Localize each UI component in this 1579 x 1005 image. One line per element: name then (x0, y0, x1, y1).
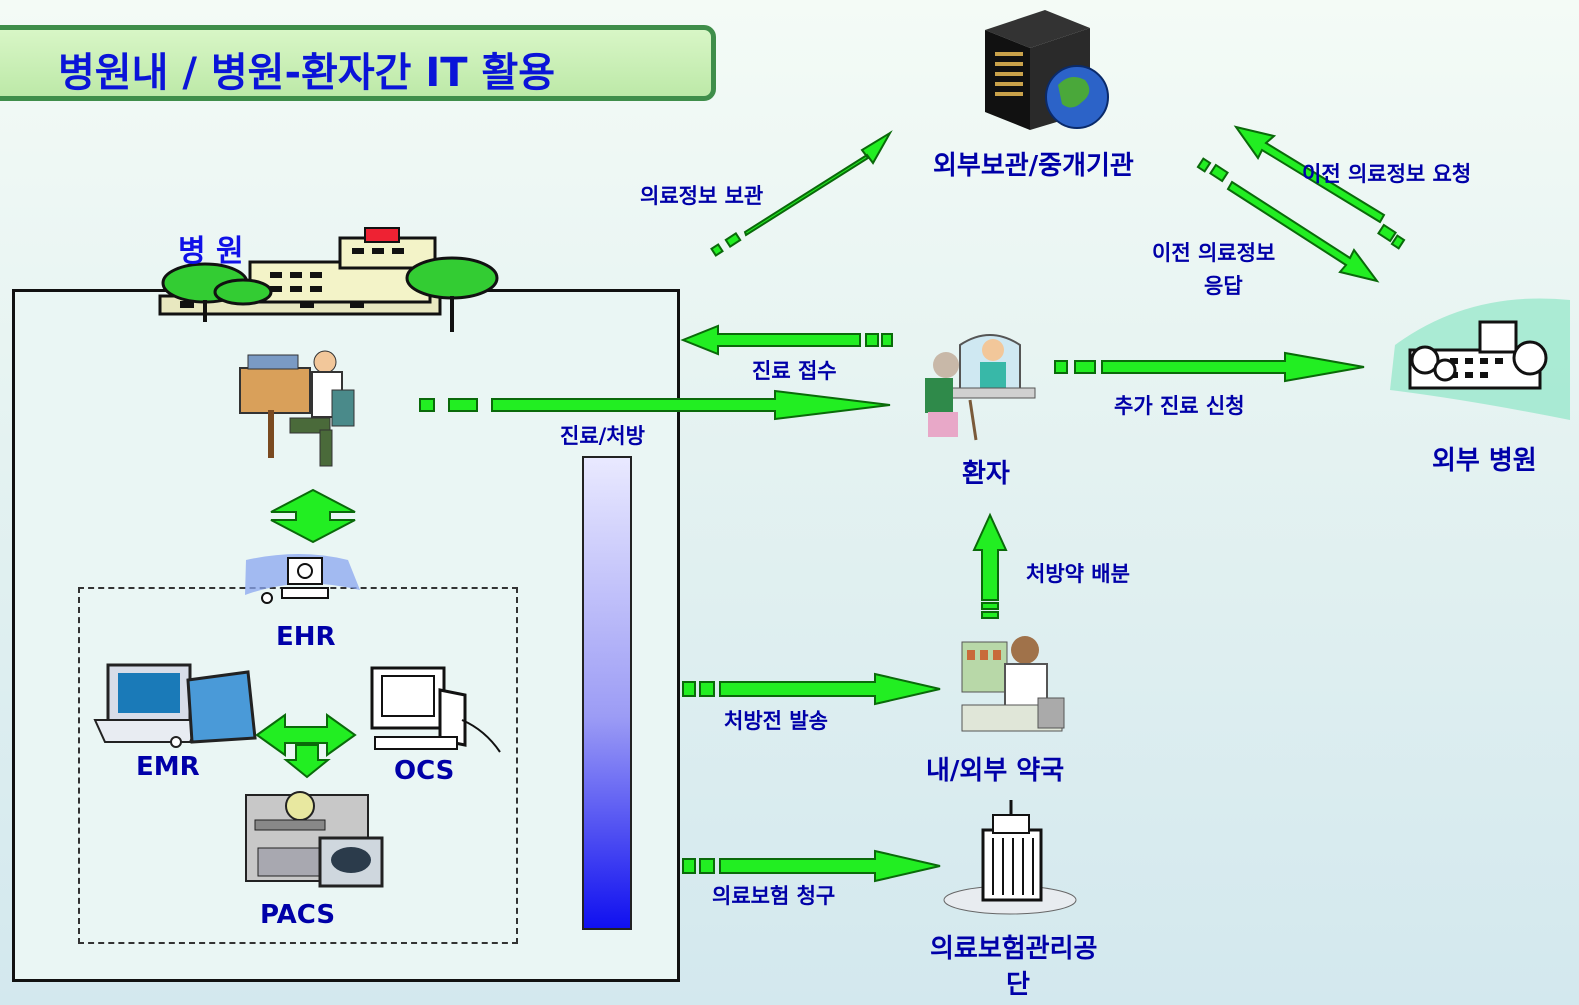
office-tower-icon (943, 800, 1077, 915)
prescription-edge-label: 처방전 발송 (724, 709, 828, 733)
emr-label: EMR (136, 752, 200, 782)
hospital-building-icon (158, 227, 499, 332)
store-arrow (743, 130, 893, 237)
emr-ocs-double-arrow (255, 713, 357, 757)
store-edge-label: 의료정보 보관 (640, 184, 764, 208)
prev-response-edge-label-2: 응답 (1204, 274, 1243, 298)
insurance-label-line1: 의료보험관리공 (930, 934, 1098, 964)
title-banner (0, 25, 716, 101)
emr-computer-icon (93, 663, 257, 748)
dispense-arrow (972, 512, 1008, 601)
reception-edge-label: 진료 접수 (752, 359, 837, 383)
patient-reception-icon (925, 334, 1036, 441)
external-hospital-label: 외부 병원 (1432, 446, 1537, 476)
dispense-edge-label: 처방약 배분 (1026, 562, 1130, 586)
prev-response-edge-label: 이전 의료정보 (1152, 241, 1276, 265)
to-pacs-arrow (283, 744, 331, 779)
hospital-label: 병 원 (178, 234, 244, 269)
treatment-arrow (491, 389, 891, 421)
ocs-computer-icon (370, 666, 501, 753)
ehr-terminal-icon (245, 554, 360, 604)
server-globe-icon (985, 10, 1109, 130)
ehr-label: EHR (276, 622, 336, 652)
referral-arrow (1101, 351, 1365, 383)
claim-arrow (719, 849, 941, 883)
ehr-doctor-double-arrow (270, 488, 356, 544)
doctor-desk-icon (239, 350, 355, 467)
insurance-label-line2: 단 (1006, 970, 1030, 1000)
pacs-scanner-icon (245, 791, 384, 888)
referral-edge-label: 추가 진료 신청 (1114, 394, 1245, 418)
pacs-label: PACS (260, 900, 336, 930)
pharmacy-label: 내/외부 약국 (926, 756, 1065, 786)
external-archive-label: 외부보관/중개기관 (933, 151, 1134, 181)
arrow-dash-tails (419, 157, 1406, 874)
treatment-edge-label: 진료/처방 (560, 424, 645, 448)
ocs-label: OCS (394, 756, 455, 786)
patient-label: 환자 (962, 459, 1010, 489)
page-title: 병원내 / 병원-환자간 IT 활용 (58, 50, 556, 96)
prescription-arrow (719, 672, 941, 706)
pharmacist-icon (961, 636, 1065, 732)
treatment-flow-bar (582, 456, 632, 930)
prev-request-arrow (1233, 125, 1386, 224)
external-hospital-icon (1390, 298, 1570, 420)
prev-response-arrow (1226, 180, 1380, 283)
prev-request-edge-label: 이전 의료정보 요청 (1302, 162, 1472, 186)
claim-edge-label: 의료보험 청구 (712, 884, 836, 908)
reception-arrow (680, 324, 861, 356)
